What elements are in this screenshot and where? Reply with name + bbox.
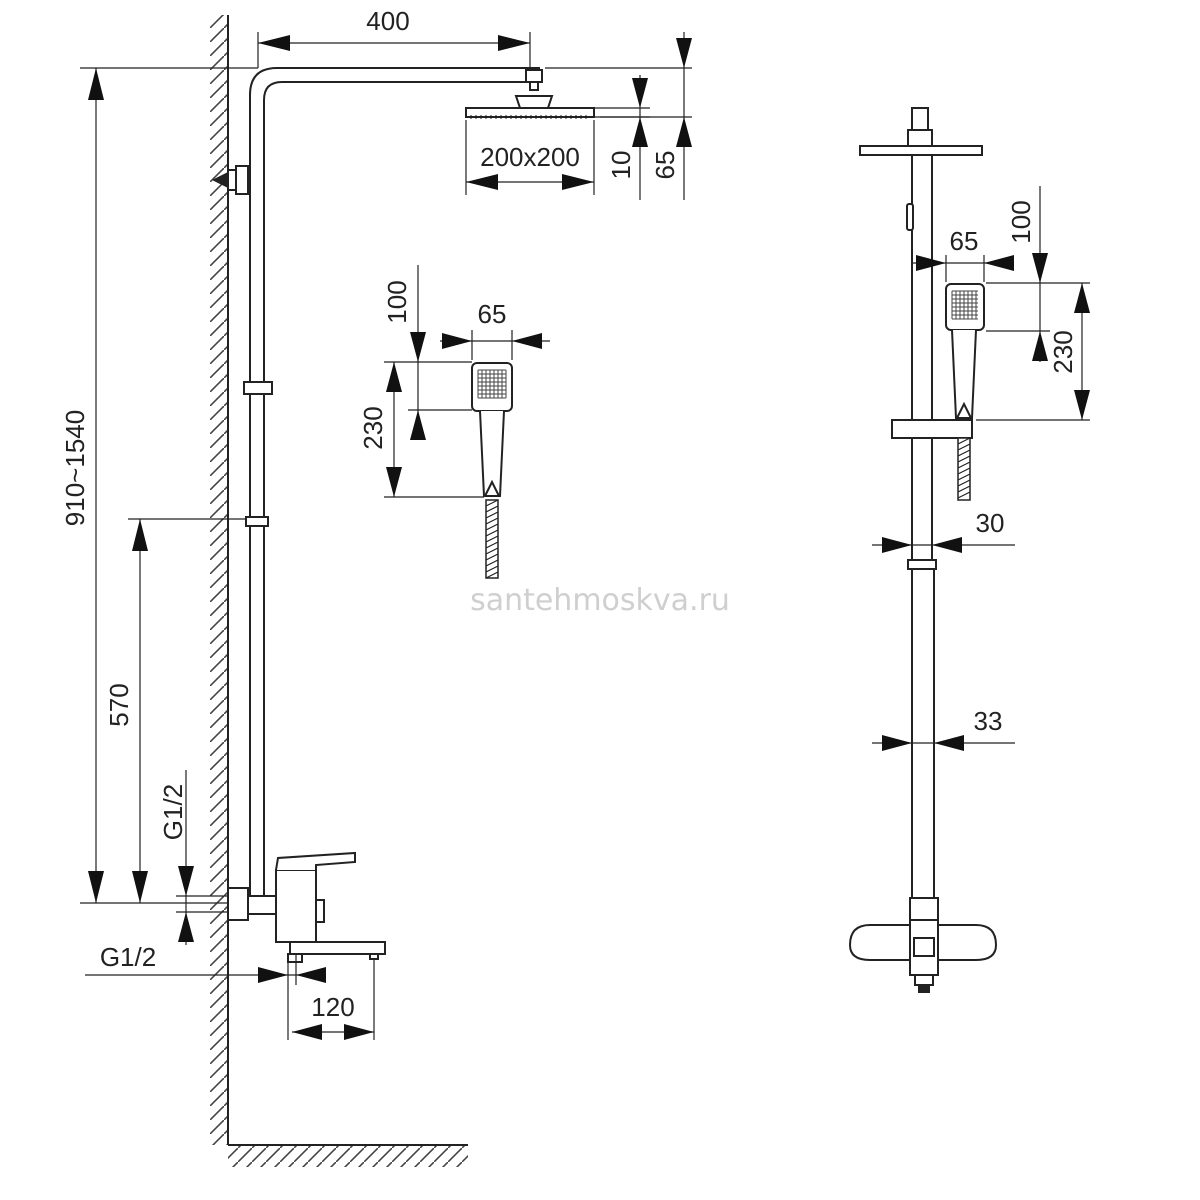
dim-front-hand-total-length: 230 [1048, 330, 1078, 373]
dim-head-drop: 65 [650, 151, 680, 180]
wall-bracket [212, 165, 251, 195]
dim-hand-total-length: 230 [358, 406, 388, 449]
dim-lower-tube: 33 [974, 706, 1003, 736]
hand-shower-detail [471, 362, 513, 579]
dim-front-hand-width: 65 [950, 226, 979, 256]
front-dimensions: 65 100 230 30 33 [872, 186, 1090, 751]
dim-head-size: 200x200 [480, 142, 580, 172]
mixer-side [227, 851, 386, 963]
dim-front-hand-head-length: 100 [1006, 200, 1036, 243]
dim-lower-height: 570 [104, 683, 134, 726]
bath-spout [289, 941, 386, 955]
watermark: santehmoskva.ru [470, 583, 730, 618]
dim-arm-length: 400 [366, 6, 409, 36]
front-hand-shower [891, 283, 985, 501]
dim-hand-width: 65 [478, 299, 507, 329]
side-view-assembly [212, 67, 595, 963]
hand-shower-dimensions: 65 100 230 [358, 265, 550, 498]
rain-shower-head [465, 107, 595, 119]
dim-inlet-thread-bottom: G1/2 [100, 942, 156, 972]
dim-hand-head-length: 100 [382, 280, 412, 323]
side-dimensions: 400 200x200 10 65 910~1540 570 [60, 6, 692, 1040]
wall [210, 15, 229, 1145]
dim-spout-length: 120 [311, 992, 354, 1022]
dim-upper-tube: 30 [976, 508, 1005, 538]
front-rain-head [859, 145, 983, 156]
dim-inlet-thread-top: G1/2 [158, 784, 188, 840]
dim-head-thickness: 10 [606, 151, 636, 180]
front-mixer [848, 897, 998, 993]
tube-connector [245, 516, 269, 527]
dim-total-height: 910~1540 [60, 410, 90, 526]
floor [228, 1144, 468, 1167]
slider-clip [243, 381, 273, 395]
front-view-assembly [848, 107, 998, 993]
front-slider-holder [891, 419, 973, 439]
